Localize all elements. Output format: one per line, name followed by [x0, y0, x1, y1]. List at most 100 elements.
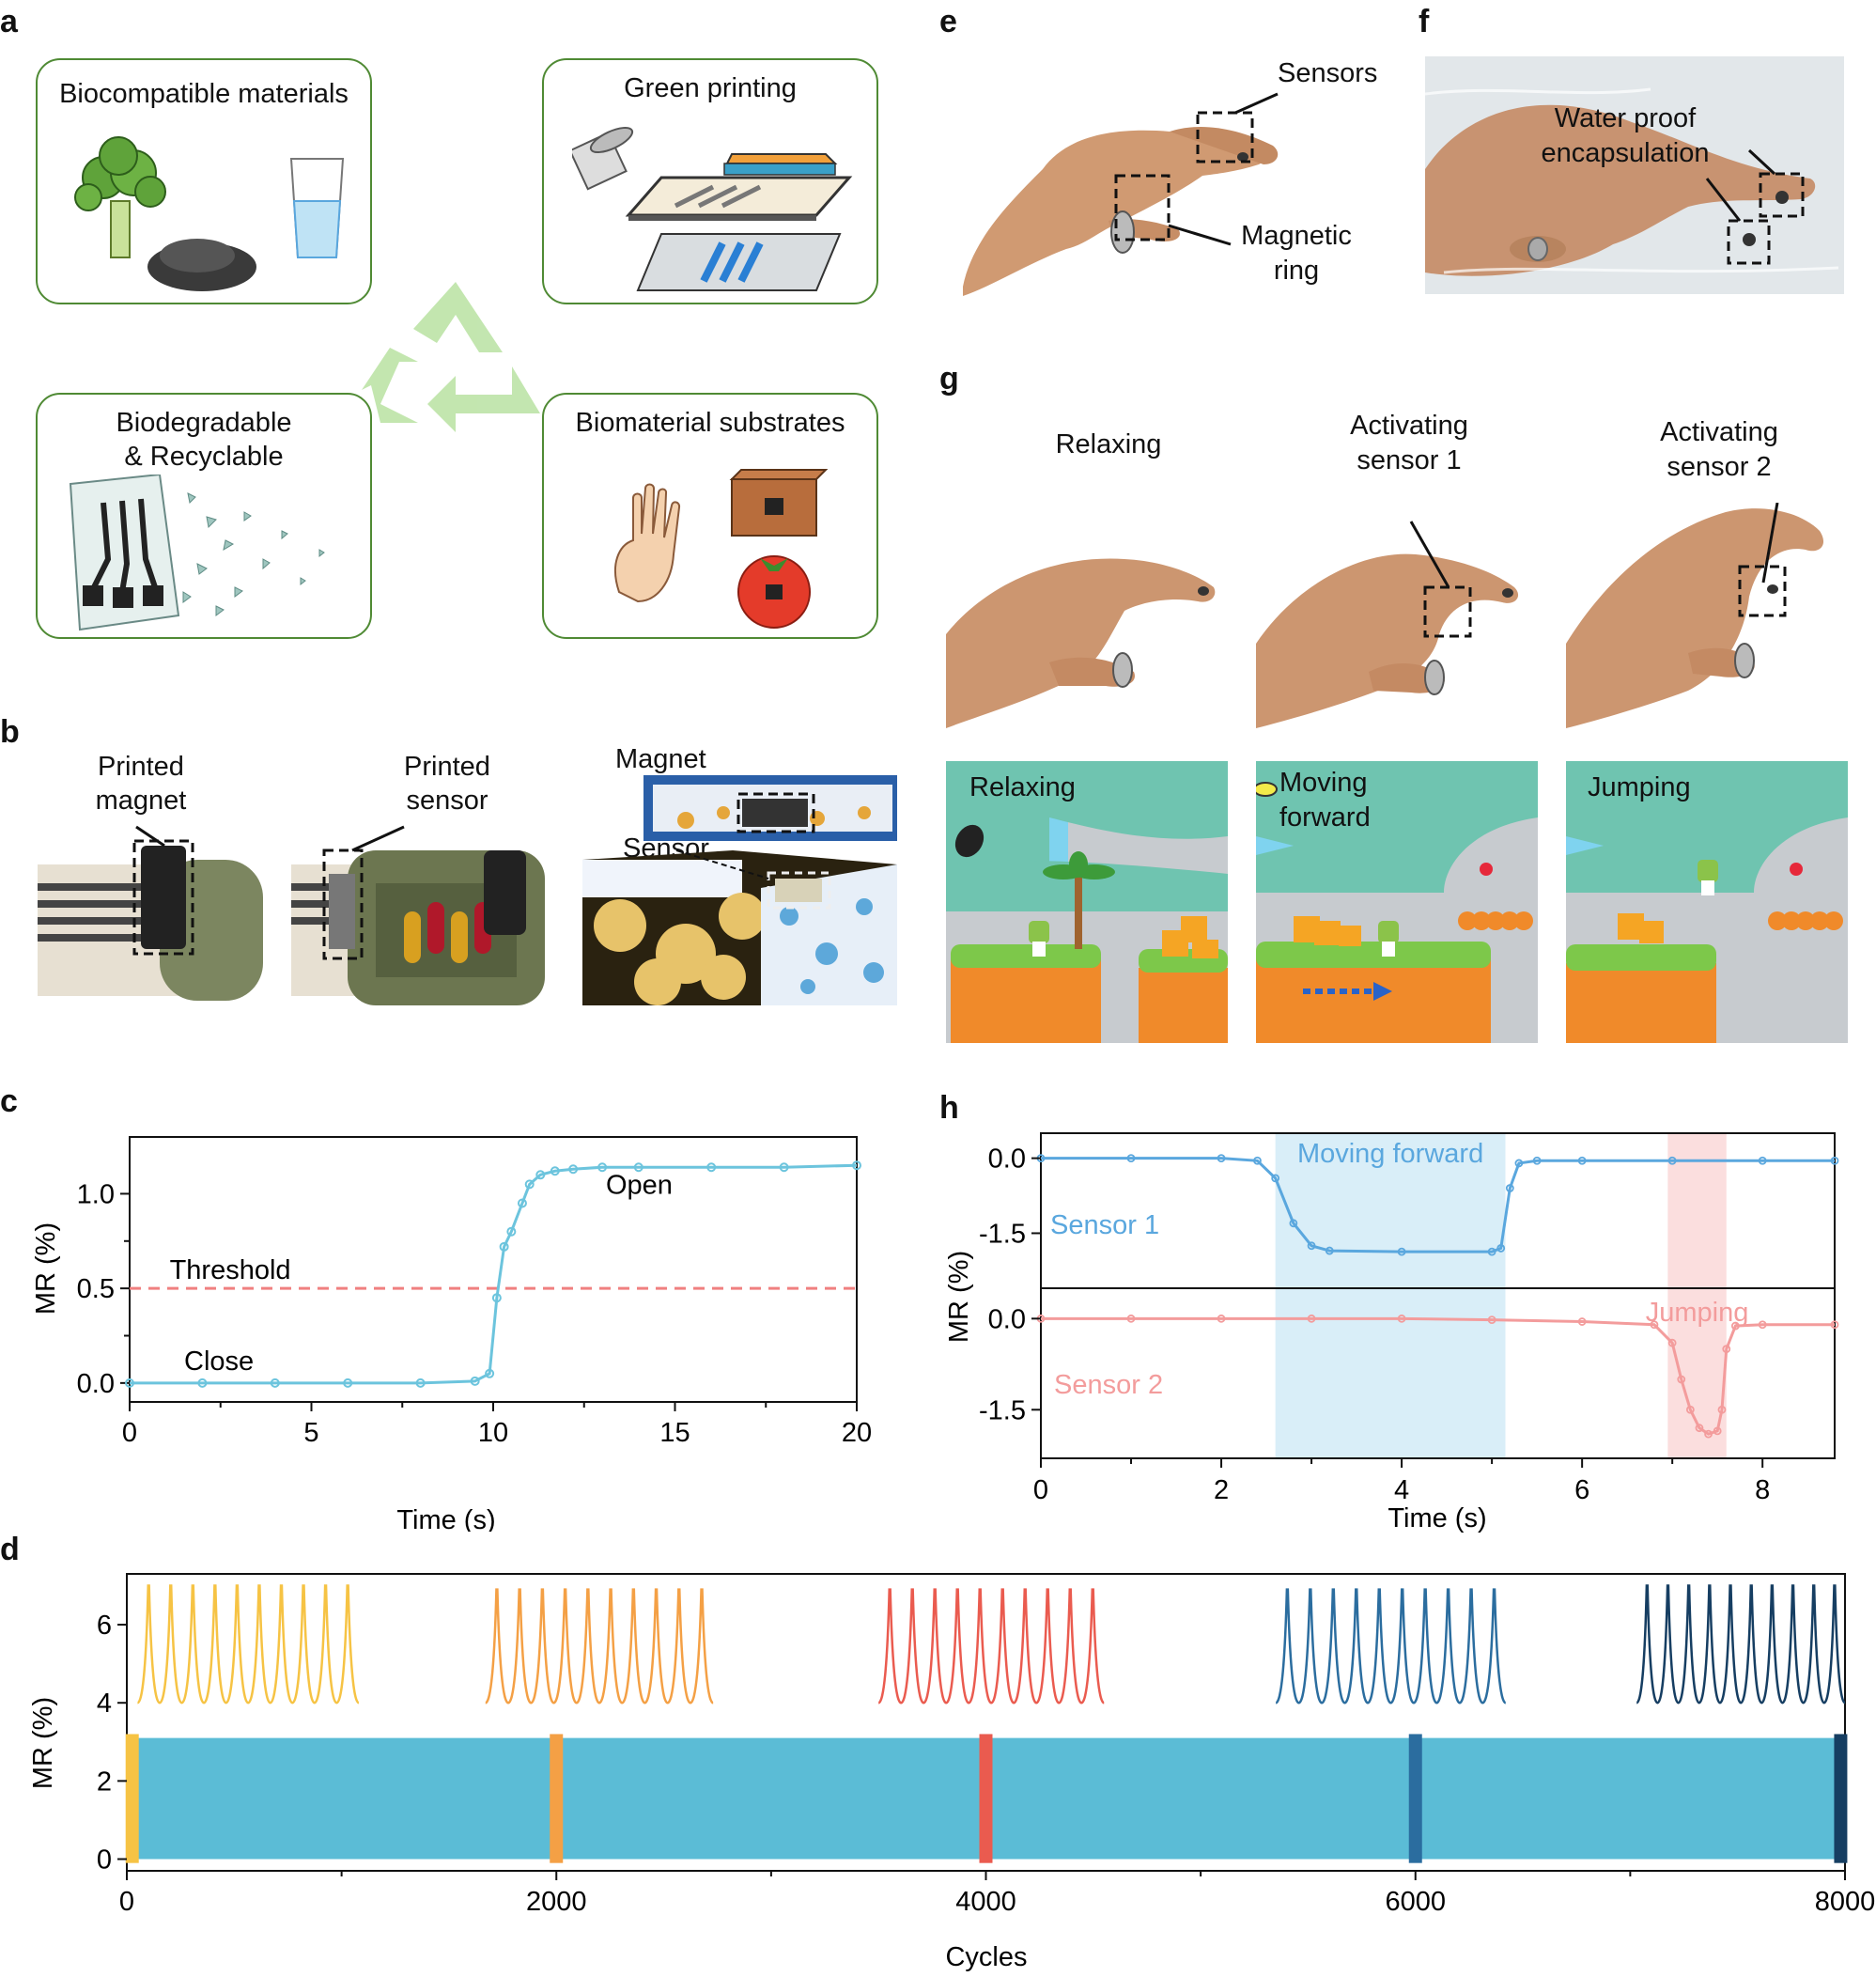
- panel-label-c: c: [0, 1083, 18, 1119]
- chart-h-points: [1036, 1154, 1839, 1439]
- state-relaxing-label: Relaxing: [1055, 429, 1162, 459]
- biomaterial-substrates-title: Biomaterial substrates: [575, 408, 845, 438]
- chart-h-sensor1-label: Sensor 1: [1050, 1210, 1159, 1240]
- chart-d-insets: [136, 1584, 1846, 1705]
- game-screen-moving-forward: [1256, 761, 1538, 1043]
- chart-h-point: [1307, 1314, 1316, 1323]
- chart-d-highlight: [550, 1734, 564, 1863]
- hand-with-ring-photo: [954, 52, 1395, 296]
- chart-h-point: [1577, 1156, 1587, 1165]
- water-glass-icon: [289, 158, 345, 258]
- hand-activating-sensor2-photo: [1566, 503, 1824, 728]
- chart-d-inset-waveform: [877, 1588, 1105, 1705]
- device-with-sensor-photo: [291, 825, 545, 1005]
- chart-d-inset-waveform: [1636, 1584, 1846, 1705]
- chart-d-xtick-label: 6000: [1385, 1887, 1446, 1917]
- chart-h-point: [1650, 1320, 1659, 1330]
- player-character-icon: [1698, 860, 1718, 895]
- chart-h-region: [1275, 1133, 1506, 1458]
- chart-h-xtick-label: 6: [1574, 1475, 1589, 1505]
- chart-c-point: [550, 1166, 560, 1176]
- biomaterial-substrates-box: Biomaterial substrates: [542, 393, 878, 639]
- chart-h-point: [1713, 1426, 1722, 1436]
- chart-h-sensor2-line: [1041, 1316, 1835, 1436]
- state-sensor1-label-line2: sensor 1: [1357, 445, 1462, 475]
- chart-h-point: [1677, 1375, 1686, 1384]
- chart-h-xtick-label: 8: [1755, 1475, 1770, 1505]
- degrading-circuit-illustration: [69, 475, 325, 631]
- chart-c-xlabel: Time (s): [396, 1505, 495, 1532]
- chart-d-ylabel: MR (%): [28, 1697, 58, 1789]
- chart-c-annotation-threshold: Threshold: [170, 1255, 291, 1285]
- green-printing-title: Green printing: [624, 73, 797, 103]
- chart-h-point: [1758, 1320, 1767, 1330]
- smart-box-photo: [582, 775, 897, 1005]
- chart-c-point: [633, 1162, 643, 1173]
- chart-h-regions: [1275, 1133, 1727, 1458]
- chart-h-frame: [1040, 1132, 1836, 1459]
- chart-c-point: [506, 1226, 517, 1237]
- chart-h-point: [1685, 1405, 1695, 1414]
- chart-c-point: [470, 1376, 480, 1386]
- chart-h-point: [1532, 1156, 1542, 1165]
- chart-d-ytick-label: 4: [97, 1689, 112, 1719]
- chart-c-point: [415, 1378, 426, 1388]
- chart-h-point: [1487, 1247, 1496, 1256]
- chart-h-ylabel: MR (%): [944, 1251, 974, 1343]
- chart-c-point: [491, 1293, 502, 1303]
- chart-h-ytick-label: 0.0: [988, 1144, 1026, 1175]
- chart-d-xtick-label: 4000: [955, 1887, 1016, 1917]
- chart-d-xtick-label: 0: [119, 1887, 134, 1917]
- biodegradable-title-line1: Biodegradable: [116, 408, 292, 438]
- chart-h-point: [1830, 1320, 1839, 1330]
- player-character-icon: [1378, 921, 1399, 957]
- chart-d-xlabel: Cycles: [945, 1942, 1027, 1972]
- biodegradable-box: Biodegradable & Recyclable: [36, 393, 372, 639]
- chart-h-point: [1217, 1154, 1226, 1163]
- magnetic-ring-label-line2: ring: [1273, 256, 1320, 286]
- printing-frame-icon: [625, 153, 853, 221]
- device-with-magnet-photo: [38, 825, 263, 1001]
- chart-d-inset-waveform: [485, 1588, 714, 1705]
- chart-c-annotation-close: Close: [184, 1347, 254, 1377]
- game-screen-relaxing: [946, 761, 1228, 1043]
- printed-magnet-label-line2: magnet: [95, 786, 187, 816]
- chart-c-series-line: [130, 1163, 858, 1385]
- chart-d-highlight: [979, 1734, 993, 1863]
- materials-illustration: [74, 136, 345, 291]
- chart-c-point: [779, 1162, 789, 1173]
- chart-h-xlabel: Time (s): [1388, 1503, 1486, 1533]
- chart-h-xtick-label: 0: [1033, 1475, 1048, 1505]
- hand-relaxing-photo: [946, 558, 1216, 728]
- hand-icon: [614, 483, 681, 603]
- chart-c-point: [125, 1378, 134, 1388]
- chart-h-region-jumping-label: Jumping: [1646, 1298, 1749, 1328]
- chart-h-point: [1126, 1314, 1136, 1323]
- panel-label-d: d: [0, 1532, 20, 1567]
- tomato-icon: [737, 555, 811, 629]
- chart-h-point: [1487, 1315, 1496, 1325]
- chart-c-point: [343, 1378, 353, 1388]
- chart-h-point: [1830, 1156, 1839, 1165]
- printed-magnet-label-line1: Printed: [98, 752, 184, 782]
- state-sensor2-label-line2: sensor 2: [1667, 452, 1772, 482]
- state-sensor1-label-line1: Activating: [1350, 411, 1468, 441]
- chart-c-xtick-label: 15: [659, 1418, 690, 1448]
- chart-c-point: [517, 1198, 527, 1208]
- chart-c-point: [597, 1162, 608, 1173]
- chart-h-point: [1325, 1246, 1334, 1255]
- chart-d-ytick-label: 2: [97, 1767, 112, 1797]
- chart-d-highlight: [125, 1734, 139, 1863]
- chart-c-point: [270, 1378, 280, 1388]
- chart-c-ytick-label: 1.0: [77, 1179, 115, 1209]
- printed-sensor-label-line2: sensor: [406, 786, 488, 816]
- biocompatible-materials-title: Biocompatible materials: [59, 79, 349, 109]
- game-relaxing-label: Relaxing: [969, 772, 1076, 802]
- chart-h-point: [1514, 1159, 1524, 1168]
- chart-h-point: [1496, 1244, 1506, 1253]
- chart-c-point: [197, 1378, 208, 1388]
- panel-label-a: a: [0, 4, 18, 39]
